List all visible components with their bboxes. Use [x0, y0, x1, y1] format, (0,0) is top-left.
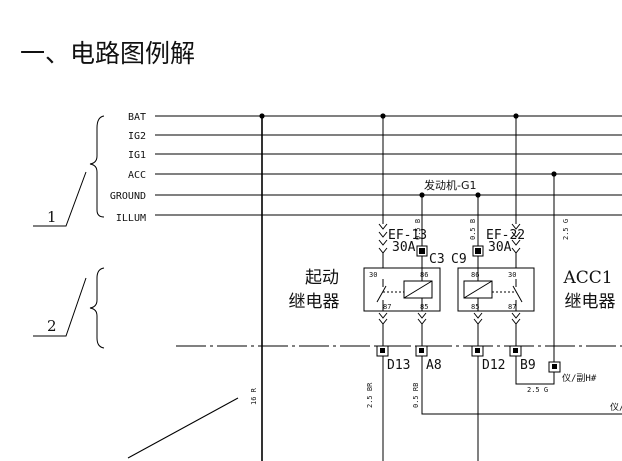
leader-line: [127, 397, 239, 459]
connector-label: C9: [451, 252, 467, 267]
callout-2-leader: [33, 277, 87, 337]
terminal-symbol: [417, 312, 427, 325]
bus-label-ground: GROUND: [110, 191, 146, 202]
wire: [421, 356, 622, 415]
page-title: 一、电路图例解: [20, 39, 195, 68]
switch-blade: [512, 285, 523, 303]
connector-label: C3: [429, 252, 445, 267]
connector-suffix-label: 仪/副H#: [562, 373, 597, 384]
pin-label: 85: [471, 303, 479, 311]
lower-connectors: D13 2.5 BR A8 0.5 RB D12 B9 2.5 G 仪/副H# …: [366, 345, 622, 461]
bus-label-acc: ACC: [128, 170, 146, 181]
wire-label: 0.5 B: [469, 219, 477, 240]
connector-label-a8: A8: [426, 358, 442, 373]
wire-label-25br: 2.5 BR: [366, 382, 374, 408]
relay-name-line1: 起动: [305, 268, 339, 288]
wire-label-16r: 16 R: [250, 387, 258, 405]
coil-diagonal: [403, 280, 433, 299]
fuse-label: EF-13: [388, 228, 427, 243]
acc1-relay-group: EF-22 30A 86 30 85 87 C9 0.5 B ACC1 继电器: [451, 113, 616, 346]
bus-label-illum: ILLUM: [116, 213, 146, 224]
relay-name-line1: ACC1: [562, 268, 612, 288]
terminal-symbol: [473, 312, 483, 325]
pin-label: 86: [420, 271, 428, 279]
connector-box: [548, 361, 561, 373]
junction-dot: [259, 113, 265, 119]
wire-label: 0.5 B: [414, 219, 422, 240]
relay-box: [457, 267, 535, 312]
fuse-amps: 30A: [488, 240, 512, 255]
switch-blade: [376, 285, 387, 303]
bus-group-brace: [89, 115, 105, 218]
relay-group-brace: [89, 267, 105, 349]
terminal-symbol: [511, 312, 521, 325]
connector-fill: [475, 248, 481, 254]
pin-label: 30: [369, 271, 377, 279]
fuse-symbol: [378, 223, 388, 254]
fuse-amps: 30A: [392, 240, 416, 255]
wire: [515, 356, 555, 385]
relay-coil: [403, 280, 433, 299]
bus-label-ig1: IG1: [128, 150, 146, 161]
engine-ground-label: 发动机-G1: [424, 178, 477, 192]
junction-dot: [419, 192, 425, 198]
callout-2-number: 2: [47, 317, 57, 335]
relay-box: [363, 267, 441, 312]
callout-1-leader: [33, 171, 87, 227]
terminal-symbol: [378, 312, 388, 325]
wire-label-25g: 2.5 G: [562, 219, 570, 240]
wire-label-05rb: 0.5 RB: [412, 383, 420, 408]
connector-fill: [419, 248, 425, 254]
starter-relay-group: EF-13 30A 30 86 87 85 C3 0.5 B 起动 继电器: [289, 113, 445, 346]
pin-label: 87: [383, 303, 391, 311]
bus-lines: [155, 115, 622, 216]
fuse-symbol: [511, 223, 521, 254]
fuse-label: EF-22: [486, 228, 525, 243]
connector-label-d12: D12: [482, 358, 505, 373]
pin-label: 87: [508, 303, 516, 311]
connector-label-b9: B9: [520, 358, 536, 373]
pin-label: 85: [420, 303, 428, 311]
bus-label-bat: BAT: [128, 112, 146, 123]
bus-label-ig2: IG2: [128, 131, 146, 142]
wire-label-25g-lower: 2.5 G: [527, 386, 548, 394]
relay-name-line2: 继电器: [289, 292, 340, 312]
relay-name-line2: 继电器: [565, 292, 616, 312]
connector-label-d13: D13: [387, 358, 410, 373]
callout-1-number: 1: [47, 208, 57, 226]
coil-diagonal: [463, 280, 493, 299]
edge-label: 仪/: [610, 402, 622, 413]
pin-label: 86: [471, 271, 479, 279]
pin-label: 30: [508, 271, 516, 279]
